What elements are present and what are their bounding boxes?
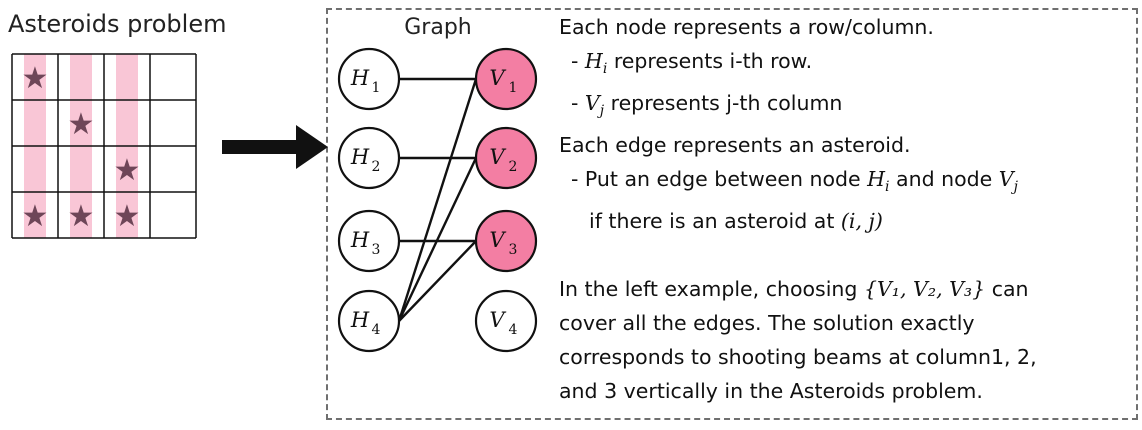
- node-v4-subscript: 4: [509, 322, 518, 338]
- node-v4-label: V: [489, 308, 506, 332]
- graph-panel: [326, 8, 1138, 420]
- asteroid-star-icon: ★: [68, 107, 95, 142]
- explanation-text: Each node represents a row/column. - Hi …: [559, 10, 1139, 408]
- asteroid-star-icon: ★: [22, 61, 49, 96]
- text-line-6: if there is an asteroid at (i, j): [589, 209, 883, 233]
- node-h4-subscript: 4: [372, 322, 381, 338]
- text-line-9: corresponds to shooting beams at column1…: [559, 345, 1037, 369]
- right-arrow-icon: [222, 125, 328, 169]
- text-line-7: In the left example, choosing {V₁, V₂, V…: [559, 277, 1029, 301]
- node-v2-label: V: [489, 145, 506, 169]
- node-v2-subscript: 2: [509, 159, 518, 175]
- node-h2-label: H: [350, 145, 370, 169]
- node-v3-label: V: [489, 228, 506, 252]
- node-h1-label: H: [350, 66, 370, 90]
- text-line-5: - Put an edge between node Hi and node V…: [571, 167, 1018, 195]
- graph-edges: [397, 77, 478, 322]
- text-line-10: and 3 vertically in the Asteroids proble…: [559, 379, 983, 403]
- text-line-2: - Hi represents i-th row.: [571, 49, 813, 77]
- asteroid-star-icon: ★: [22, 199, 49, 234]
- edge-h4-v1: [397, 78, 478, 322]
- edge-h4-v3: [398, 240, 477, 322]
- node-v1-subscript: 1: [509, 80, 518, 96]
- node-v3-subscript: 3: [509, 242, 518, 258]
- node-h2-subscript: 2: [372, 159, 381, 175]
- asteroid-grid: ★ ★ ★ ★ ★ ★: [11, 53, 197, 239]
- asteroid-star-icon: ★: [68, 199, 95, 234]
- text-line-1: Each node represents a row/column.: [559, 15, 934, 39]
- edge-h4-v2: [397, 157, 478, 322]
- node-h1-subscript: 1: [372, 80, 381, 96]
- node-h3-label: H: [350, 228, 370, 252]
- graph-title: Graph: [404, 15, 471, 40]
- asteroid-star-icon: ★: [114, 199, 141, 234]
- node-h4-label: H: [350, 308, 370, 332]
- text-line-3: - Vj represents j-th column: [571, 91, 843, 119]
- node-v1-label: V: [489, 66, 506, 90]
- asteroids-problem-title: Asteroids problem: [8, 10, 227, 38]
- text-line-8: cover all the edges. The solution exactl…: [559, 311, 975, 335]
- text-line-4: Each edge represents an asteroid.: [559, 133, 911, 157]
- asteroid-star-icon: ★: [114, 153, 141, 188]
- node-h3-subscript: 3: [372, 242, 381, 258]
